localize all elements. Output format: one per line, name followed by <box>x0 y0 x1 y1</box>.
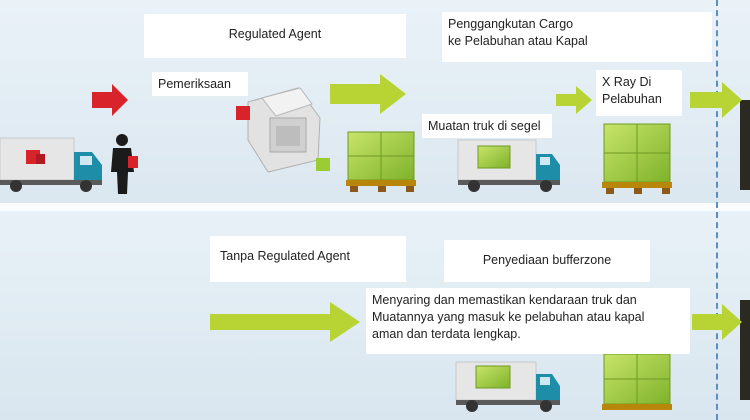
truck-icon <box>457 139 560 192</box>
pengangkutan-line2: ke Pelabuhan atau Kapal <box>448 34 588 48</box>
xray-machine-icon <box>236 87 330 173</box>
truck-icon <box>0 137 102 192</box>
panel-divider <box>0 203 750 211</box>
xray-line1: X Ray Di <box>602 75 652 89</box>
person-icon <box>111 134 138 194</box>
muatan-truk-label: Muatan truk di segel <box>422 114 552 138</box>
green-arrow-icon <box>210 302 360 342</box>
green-arrow-icon <box>330 74 406 114</box>
cargo-pallet-icon <box>346 131 416 192</box>
pengangkutan-line1: Penggangkutan Cargo <box>448 17 574 31</box>
edge-image-top <box>740 100 750 190</box>
red-arrow-icon <box>92 84 128 116</box>
menyaring-line3: aman dan terdata lengkap. <box>372 327 521 341</box>
menyaring-line1: Menyaring dan memastikan kendaraan truk … <box>372 293 637 307</box>
cargo-pallet-icon <box>602 353 672 410</box>
green-arrow-icon <box>690 82 742 118</box>
green-arrow-icon <box>556 86 592 114</box>
edge-image-bottom <box>740 300 750 400</box>
bufferzone-label: Penyediaan bufferzone <box>444 240 650 282</box>
xray-label: X Ray Di Pelabuhan <box>596 70 682 116</box>
regulated-agent-label: Regulated Agent <box>144 14 406 58</box>
tanpa-regulated-agent-label: Tanpa Regulated Agent <box>210 236 406 282</box>
dashed-border-line <box>716 0 718 420</box>
menyaring-line2: Muatannya yang masuk ke pelabuhan atau k… <box>372 310 645 324</box>
pemeriksaan-label: Pemeriksaan <box>152 72 248 96</box>
pengangkutan-label: Penggangkutan Cargo ke Pelabuhan atau Ka… <box>442 12 712 62</box>
green-arrow-icon <box>692 304 742 340</box>
xray-line2: Pelabuhan <box>602 92 662 106</box>
menyaring-label: Menyaring dan memastikan kendaraan truk … <box>366 288 690 354</box>
cargo-pallet-icon <box>602 123 672 194</box>
truck-icon <box>455 361 560 412</box>
